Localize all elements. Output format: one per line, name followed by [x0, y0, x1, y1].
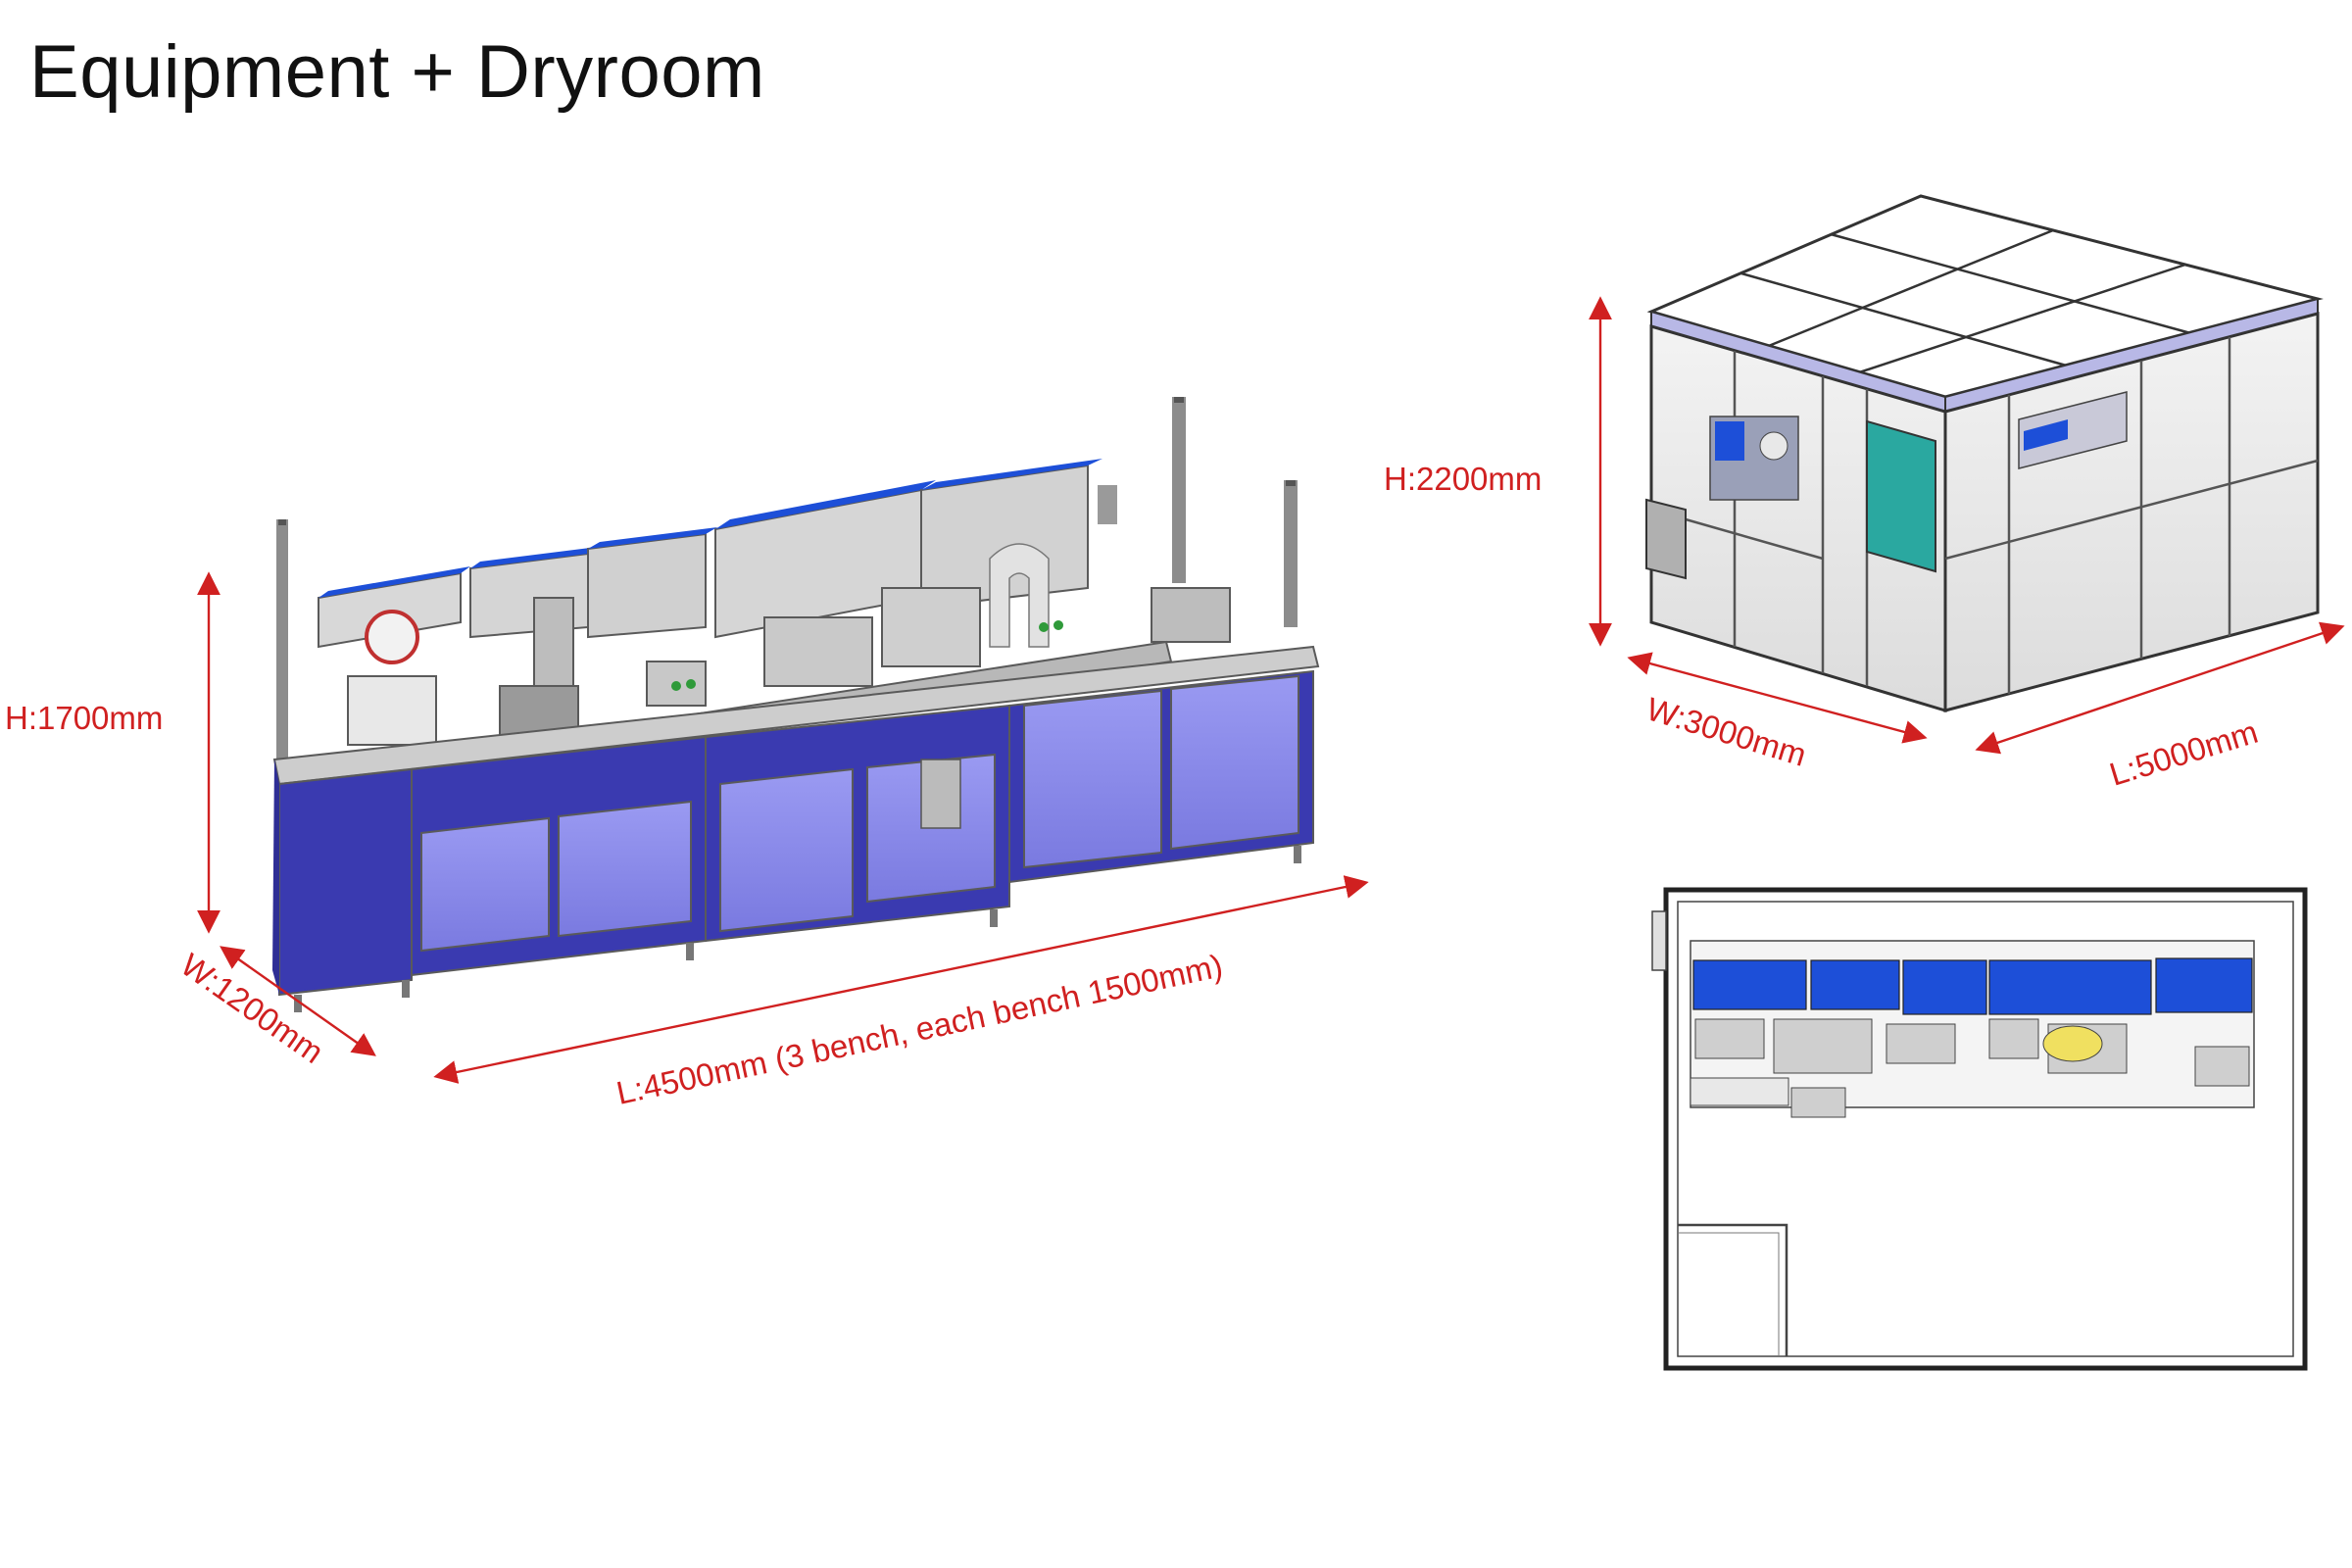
equipment-deck — [272, 645, 1320, 786]
equipment-length-label: L:4500mm (3 bench, each bench 1500mm) — [613, 947, 1226, 1110]
equipment-width-arrow — [220, 946, 376, 1056]
dryroom-side-wall — [1943, 312, 2320, 712]
dryroom-width-arrow — [1627, 652, 1928, 744]
equipment-post-back — [1172, 397, 1186, 583]
equipment-length-arrow — [433, 875, 1369, 1084]
dryroom-door — [1866, 419, 1936, 573]
dryroom-width-label: W:3000mm — [1642, 690, 1811, 773]
page-title: Equipment + Dryroom — [29, 30, 765, 114]
equipment-post-left — [276, 519, 288, 774]
dryroom-floor-plan — [1651, 887, 2308, 1371]
equipment-machinery — [347, 485, 1231, 746]
dryroom-length-arrow — [1975, 621, 2345, 755]
dryroom-length-label: L:5000mm — [2105, 713, 2262, 793]
equipment-height-label: H:1700mm — [5, 700, 163, 736]
dryroom-illustration — [1645, 194, 2324, 713]
equipment-post-right — [1284, 480, 1298, 627]
equipment-illustration — [272, 397, 1320, 1012]
dryroom-height-label: H:2200mm — [1384, 461, 1542, 497]
equipment-top-modules — [318, 459, 1102, 649]
equipment-bench-base — [272, 669, 1314, 997]
